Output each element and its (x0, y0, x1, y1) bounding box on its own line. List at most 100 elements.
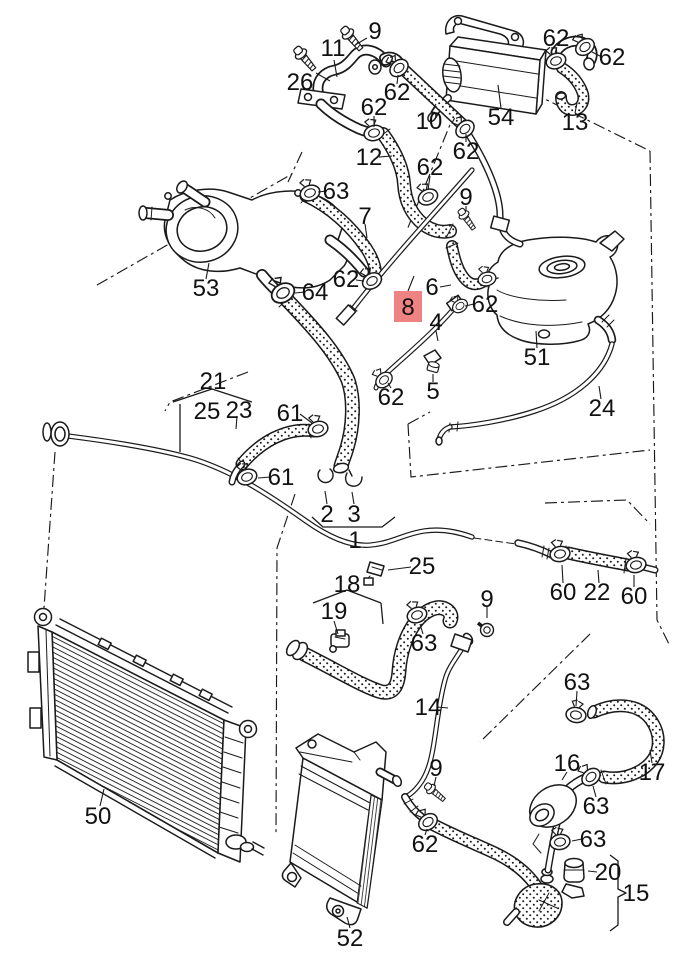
expansion-tank (486, 230, 625, 345)
part-label[interactable]: 63 (583, 793, 610, 820)
part-number: 26 (287, 69, 314, 96)
part-label[interactable]: 62 (378, 384, 405, 411)
part-number: 16 (554, 750, 581, 777)
hose-24 (435, 341, 615, 446)
part-number: 11 (321, 35, 346, 62)
part-label[interactable]: 63 (411, 630, 438, 657)
valve-20 (561, 857, 585, 899)
part-label[interactable]: 26 (287, 69, 314, 96)
part-label[interactable]: 64 (302, 279, 329, 306)
part-label[interactable]: 22 (584, 579, 611, 606)
part-label[interactable]: 1 (348, 527, 361, 554)
part-label[interactable]: 20 (595, 859, 622, 886)
part-number: 13 (562, 109, 589, 136)
part-label[interactable]: 9 (480, 586, 493, 613)
part-label[interactable]: 6 (425, 274, 438, 301)
part-number: 61 (268, 464, 295, 491)
part-label[interactable]: 24 (589, 395, 616, 422)
part-label[interactable]: 10 (416, 108, 443, 135)
part-label[interactable]: 9 (429, 755, 442, 782)
part-number: 60 (621, 583, 648, 610)
clip-25 (363, 561, 385, 586)
part-number: 10 (416, 108, 443, 135)
part-number: 64 (302, 279, 329, 306)
small-parts (317, 349, 442, 653)
part-number: 61 (277, 400, 304, 427)
part-label[interactable]: 62 (412, 831, 439, 858)
part-label[interactable]: 63 (580, 826, 607, 853)
part-number: 9 (480, 586, 493, 613)
part-number: 1 (348, 527, 361, 554)
part-label[interactable]: 63 (564, 669, 591, 696)
part-label[interactable]: 62 (543, 25, 570, 52)
part-label[interactable]: 15 (623, 880, 650, 907)
part-label[interactable]: 25 (409, 553, 436, 580)
part-number: 60 (550, 579, 577, 606)
part-label[interactable]: 52 (337, 925, 364, 952)
bracket-1 (311, 516, 396, 528)
part-number: 62 (453, 138, 480, 165)
part-number: 22 (584, 579, 611, 606)
part-label[interactable]: 7 (358, 203, 371, 230)
part-label[interactable]: 62 (472, 291, 499, 318)
part-number: 62 (333, 266, 360, 293)
part-label[interactable]: 19 (321, 598, 348, 625)
frame-clips (97, 637, 213, 702)
pipe-1-25 (42, 421, 556, 560)
part-label[interactable]: 61 (277, 400, 304, 427)
part-number: 62 (412, 831, 439, 858)
seal-ring-2 (317, 468, 334, 484)
part-label[interactable]: 62 (361, 94, 388, 121)
part-label[interactable]: 14 (415, 694, 442, 721)
part-number: 19 (321, 598, 348, 625)
part-label[interactable]: 4 (429, 309, 442, 336)
highlight-box (394, 291, 422, 322)
bracket-5 (423, 349, 442, 366)
part-number: 63 (564, 669, 591, 696)
part-label[interactable]: 9 (459, 184, 472, 211)
part-label[interactable]: 18 (334, 571, 361, 598)
part-label[interactable]: 3 (347, 501, 360, 528)
part-label[interactable]: 11 (321, 35, 346, 62)
part-label[interactable]: 9 (368, 18, 381, 45)
main-radiator (27, 607, 265, 863)
part-label[interactable]: 62 (333, 266, 360, 293)
part-label[interactable]: 12 (356, 144, 383, 171)
part-label[interactable]: 2 (320, 501, 333, 528)
part-number: 63 (583, 793, 610, 820)
part-label[interactable]: 21 (200, 368, 227, 395)
part-label[interactable]: 13 (562, 109, 589, 136)
part-number: 52 (337, 925, 364, 952)
part-label[interactable]: 54 (488, 104, 515, 131)
part-number: 4 (429, 309, 442, 336)
part-number: 3 (347, 501, 360, 528)
part-label[interactable]: 62 (417, 154, 444, 181)
part-label[interactable]: 16 (554, 750, 581, 777)
part-label[interactable]: 62 (384, 79, 411, 106)
part-number: 9 (368, 18, 381, 45)
part-number: 17 (639, 759, 666, 786)
part-label[interactable]: 5 (426, 378, 439, 405)
part-label[interactable]: 60 (550, 579, 577, 606)
part-label[interactable]: 25 (194, 398, 221, 425)
part-label[interactable]: 62 (453, 138, 480, 165)
part-label[interactable]: 17 (639, 759, 666, 786)
part-number: 21 (200, 368, 227, 395)
part-number: 2 (320, 501, 333, 528)
part-number: 54 (488, 104, 515, 131)
part-label[interactable]: 51 (524, 344, 551, 371)
part-label[interactable]: 60 (621, 583, 648, 610)
hose-18 (285, 600, 459, 700)
part-label[interactable]: 23 (226, 397, 253, 424)
part-label[interactable]: 53 (193, 275, 220, 302)
part-number: 24 (589, 395, 616, 422)
part-number: 8 (401, 294, 414, 321)
part-label[interactable]: 63 (323, 178, 350, 205)
part-label[interactable]: 62 (599, 44, 626, 71)
part-label[interactable]: 61 (268, 464, 295, 491)
part-label-highlighted[interactable]: 8 (394, 291, 422, 322)
part-label[interactable]: 50 (85, 803, 112, 830)
pipe-to-tank (463, 128, 524, 248)
part-number: 12 (356, 144, 383, 171)
